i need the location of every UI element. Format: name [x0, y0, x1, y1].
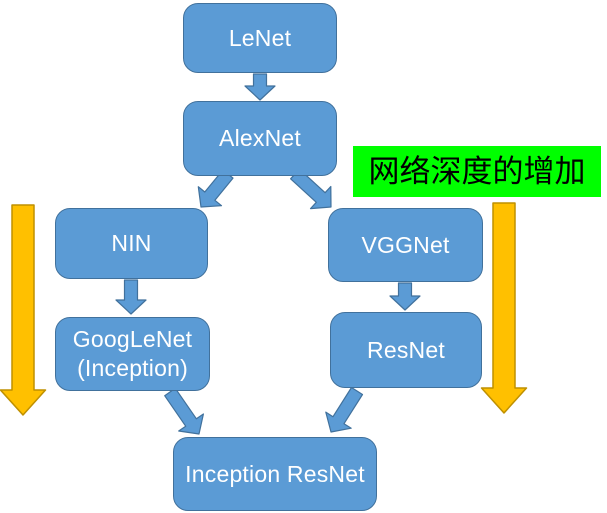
- node-inception-resnet: Inception ResNet: [173, 437, 377, 511]
- connector-lenet-to-alexnet: [244, 73, 276, 101]
- node-vggnet: VGGNet: [328, 208, 483, 282]
- node-nin: NIN: [55, 208, 208, 279]
- node-lenet: LeNet: [183, 3, 337, 73]
- depth-arrow-left-icon: [0, 204, 47, 416]
- connector-googlenet-to-inceptionresnet: [164, 387, 204, 435]
- node-resnet: ResNet: [330, 312, 482, 388]
- connector-nin-to-googlenet: [115, 279, 147, 315]
- connector-resnet-to-inceptionresnet: [325, 386, 364, 433]
- depth-increase-label: 网络深度的增加: [353, 146, 601, 197]
- connector-vggnet-to-resnet: [389, 282, 421, 311]
- node-alexnet: AlexNet: [183, 101, 337, 176]
- node-googlenet-inception: GoogLeNet (Inception): [55, 317, 210, 391]
- connector-alexnet-to-nin: [197, 169, 234, 208]
- depth-arrow-right-icon: [480, 202, 528, 414]
